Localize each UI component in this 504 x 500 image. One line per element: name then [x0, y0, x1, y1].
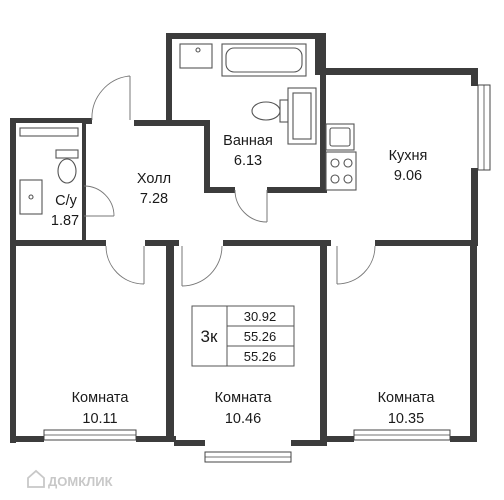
- room2-name: Комната: [215, 390, 273, 406]
- kitchen-area: 9.06: [394, 168, 422, 184]
- wc-sink-icon: [19, 179, 43, 215]
- room3-name: Комната: [378, 390, 436, 406]
- bath-toilet-icon: [251, 99, 289, 123]
- bath-area: 6.13: [234, 153, 262, 169]
- doors: [83, 75, 376, 287]
- kitchen-name: Кухня: [389, 148, 428, 164]
- room1-door: [105, 245, 145, 285]
- room1-name: Комната: [72, 390, 130, 406]
- summary-box: 3к 30.92 55.26 55.26: [191, 305, 295, 367]
- kitchen-sink-icon: [325, 123, 355, 151]
- brand-name: ДОМКЛИК: [48, 474, 113, 489]
- hall-area: 7.28: [140, 191, 168, 207]
- bath-sink-icon: [179, 43, 213, 69]
- room-labels: Ванная 6.13 Кухня 9.06 Холл 7.28 С/у 1.8…: [51, 133, 435, 427]
- entrance-door: [91, 75, 131, 121]
- room3-door: [336, 245, 376, 285]
- walls: [10, 33, 478, 446]
- room2-door: [181, 245, 223, 287]
- windows: [43, 84, 491, 463]
- wc-toilet-icon: [55, 149, 79, 184]
- hall-name: Холл: [137, 171, 171, 187]
- bath-door: [234, 189, 268, 223]
- bathtub-icon: [221, 43, 307, 77]
- bath-name: Ванная: [223, 133, 273, 149]
- stove-icon: [325, 151, 357, 191]
- room2-area: 10.46: [225, 411, 261, 427]
- wc-area: 1.87: [51, 213, 79, 229]
- house-icon: [27, 469, 45, 488]
- total-area: 55.26: [244, 329, 277, 344]
- brand-logo: ДОМКЛИК: [27, 469, 113, 489]
- wc-name: С/у: [55, 193, 78, 209]
- washing-machine-icon: [287, 87, 317, 145]
- room3-area: 10.35: [388, 411, 424, 427]
- total-area-2: 55.26: [244, 349, 277, 364]
- fixtures: [19, 43, 357, 215]
- living-area: 30.92: [244, 309, 277, 324]
- rooms-count: 3к: [201, 327, 218, 346]
- room1-area: 10.11: [82, 411, 117, 427]
- wc-door: [83, 185, 115, 217]
